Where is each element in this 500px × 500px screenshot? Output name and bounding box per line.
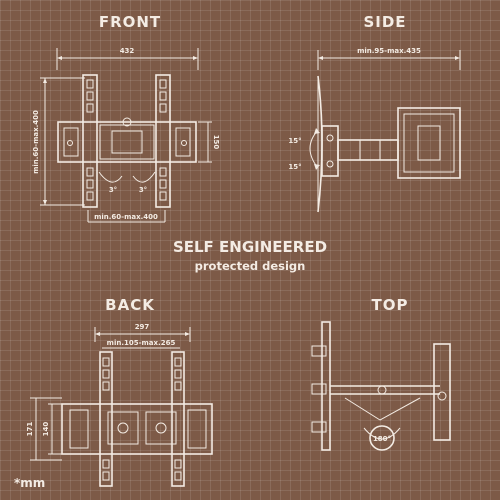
back-width-label: 297 [135, 323, 150, 331]
headline: SELF ENGINEERED [172, 238, 328, 256]
front-width-label: 432 [120, 47, 135, 55]
front-tilt-right-label: 3° [139, 186, 147, 194]
back-view: 297 min.105-max.265 [26, 323, 213, 487]
front-height-label: min.60-max.400 [32, 110, 40, 174]
top-view-title: TOP [371, 296, 409, 314]
top-swivel-label: 180° [373, 435, 391, 443]
back-outer-height-label: 171 [26, 422, 34, 437]
front-rail-slots [86, 79, 167, 201]
side-extension-label: min.95-max.435 [357, 47, 421, 55]
side-tilt-down-label: 15° [288, 163, 301, 171]
back-range-label: min.105-max.265 [107, 339, 176, 347]
back-view-title: BACK [105, 296, 155, 314]
front-view-title: FRONT [98, 13, 162, 31]
back-inner-height-label: 140 [42, 422, 50, 437]
side-view: min.95-max.435 15° 15° [288, 47, 461, 213]
unit-note: *mm [14, 476, 46, 490]
subline: protected design [194, 259, 306, 273]
front-tilt-left-label: 3° [109, 186, 117, 194]
front-view: 432 min.60-max.400 [32, 47, 220, 223]
back-rail-slots [102, 357, 182, 481]
side-view-title: SIDE [363, 13, 407, 31]
side-tilt-up-label: 15° [288, 137, 301, 145]
top-view: 180° [311, 321, 451, 451]
front-bottom-label: min.60-max.400 [94, 213, 158, 221]
front-plate-height-label: 150 [212, 135, 220, 150]
